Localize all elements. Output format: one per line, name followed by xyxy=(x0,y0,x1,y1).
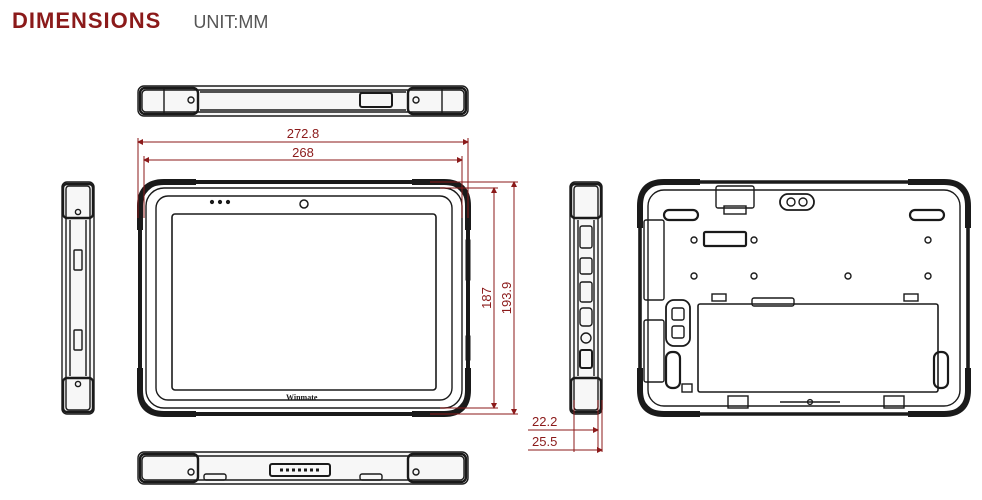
overall-width-label: 272.8 xyxy=(287,126,320,141)
left-side-view xyxy=(61,181,95,415)
pogo-connector-icon xyxy=(269,463,331,477)
dimension-labels: 272.8 268 187 193.9 22.2 25.5 xyxy=(287,126,558,449)
top-view xyxy=(137,85,469,117)
dimension-lines xyxy=(137,138,603,453)
header: DIMENSIONS UNIT:MM xyxy=(12,8,268,38)
screen xyxy=(171,213,437,391)
sensor-icon xyxy=(225,199,231,205)
overall-height-label: 193.9 xyxy=(499,282,514,315)
camera-icon xyxy=(299,199,309,209)
front-view xyxy=(137,179,471,417)
rear-camera-icon xyxy=(779,193,815,211)
page-title: DIMENSIONS xyxy=(12,8,162,33)
screen-width-label: 268 xyxy=(292,145,314,160)
unit-label: UNIT:MM xyxy=(193,12,269,32)
sensor-icon xyxy=(217,199,223,205)
depth-total-label: 25.5 xyxy=(532,434,557,449)
back-view xyxy=(637,179,971,417)
sensor-icon xyxy=(209,199,215,205)
bottom-view xyxy=(137,451,469,485)
screen-height-label: 187 xyxy=(479,287,494,309)
right-side-view xyxy=(569,181,603,415)
brand-logo: Winmate xyxy=(286,393,318,402)
depth-body-label: 22.2 xyxy=(532,414,557,429)
